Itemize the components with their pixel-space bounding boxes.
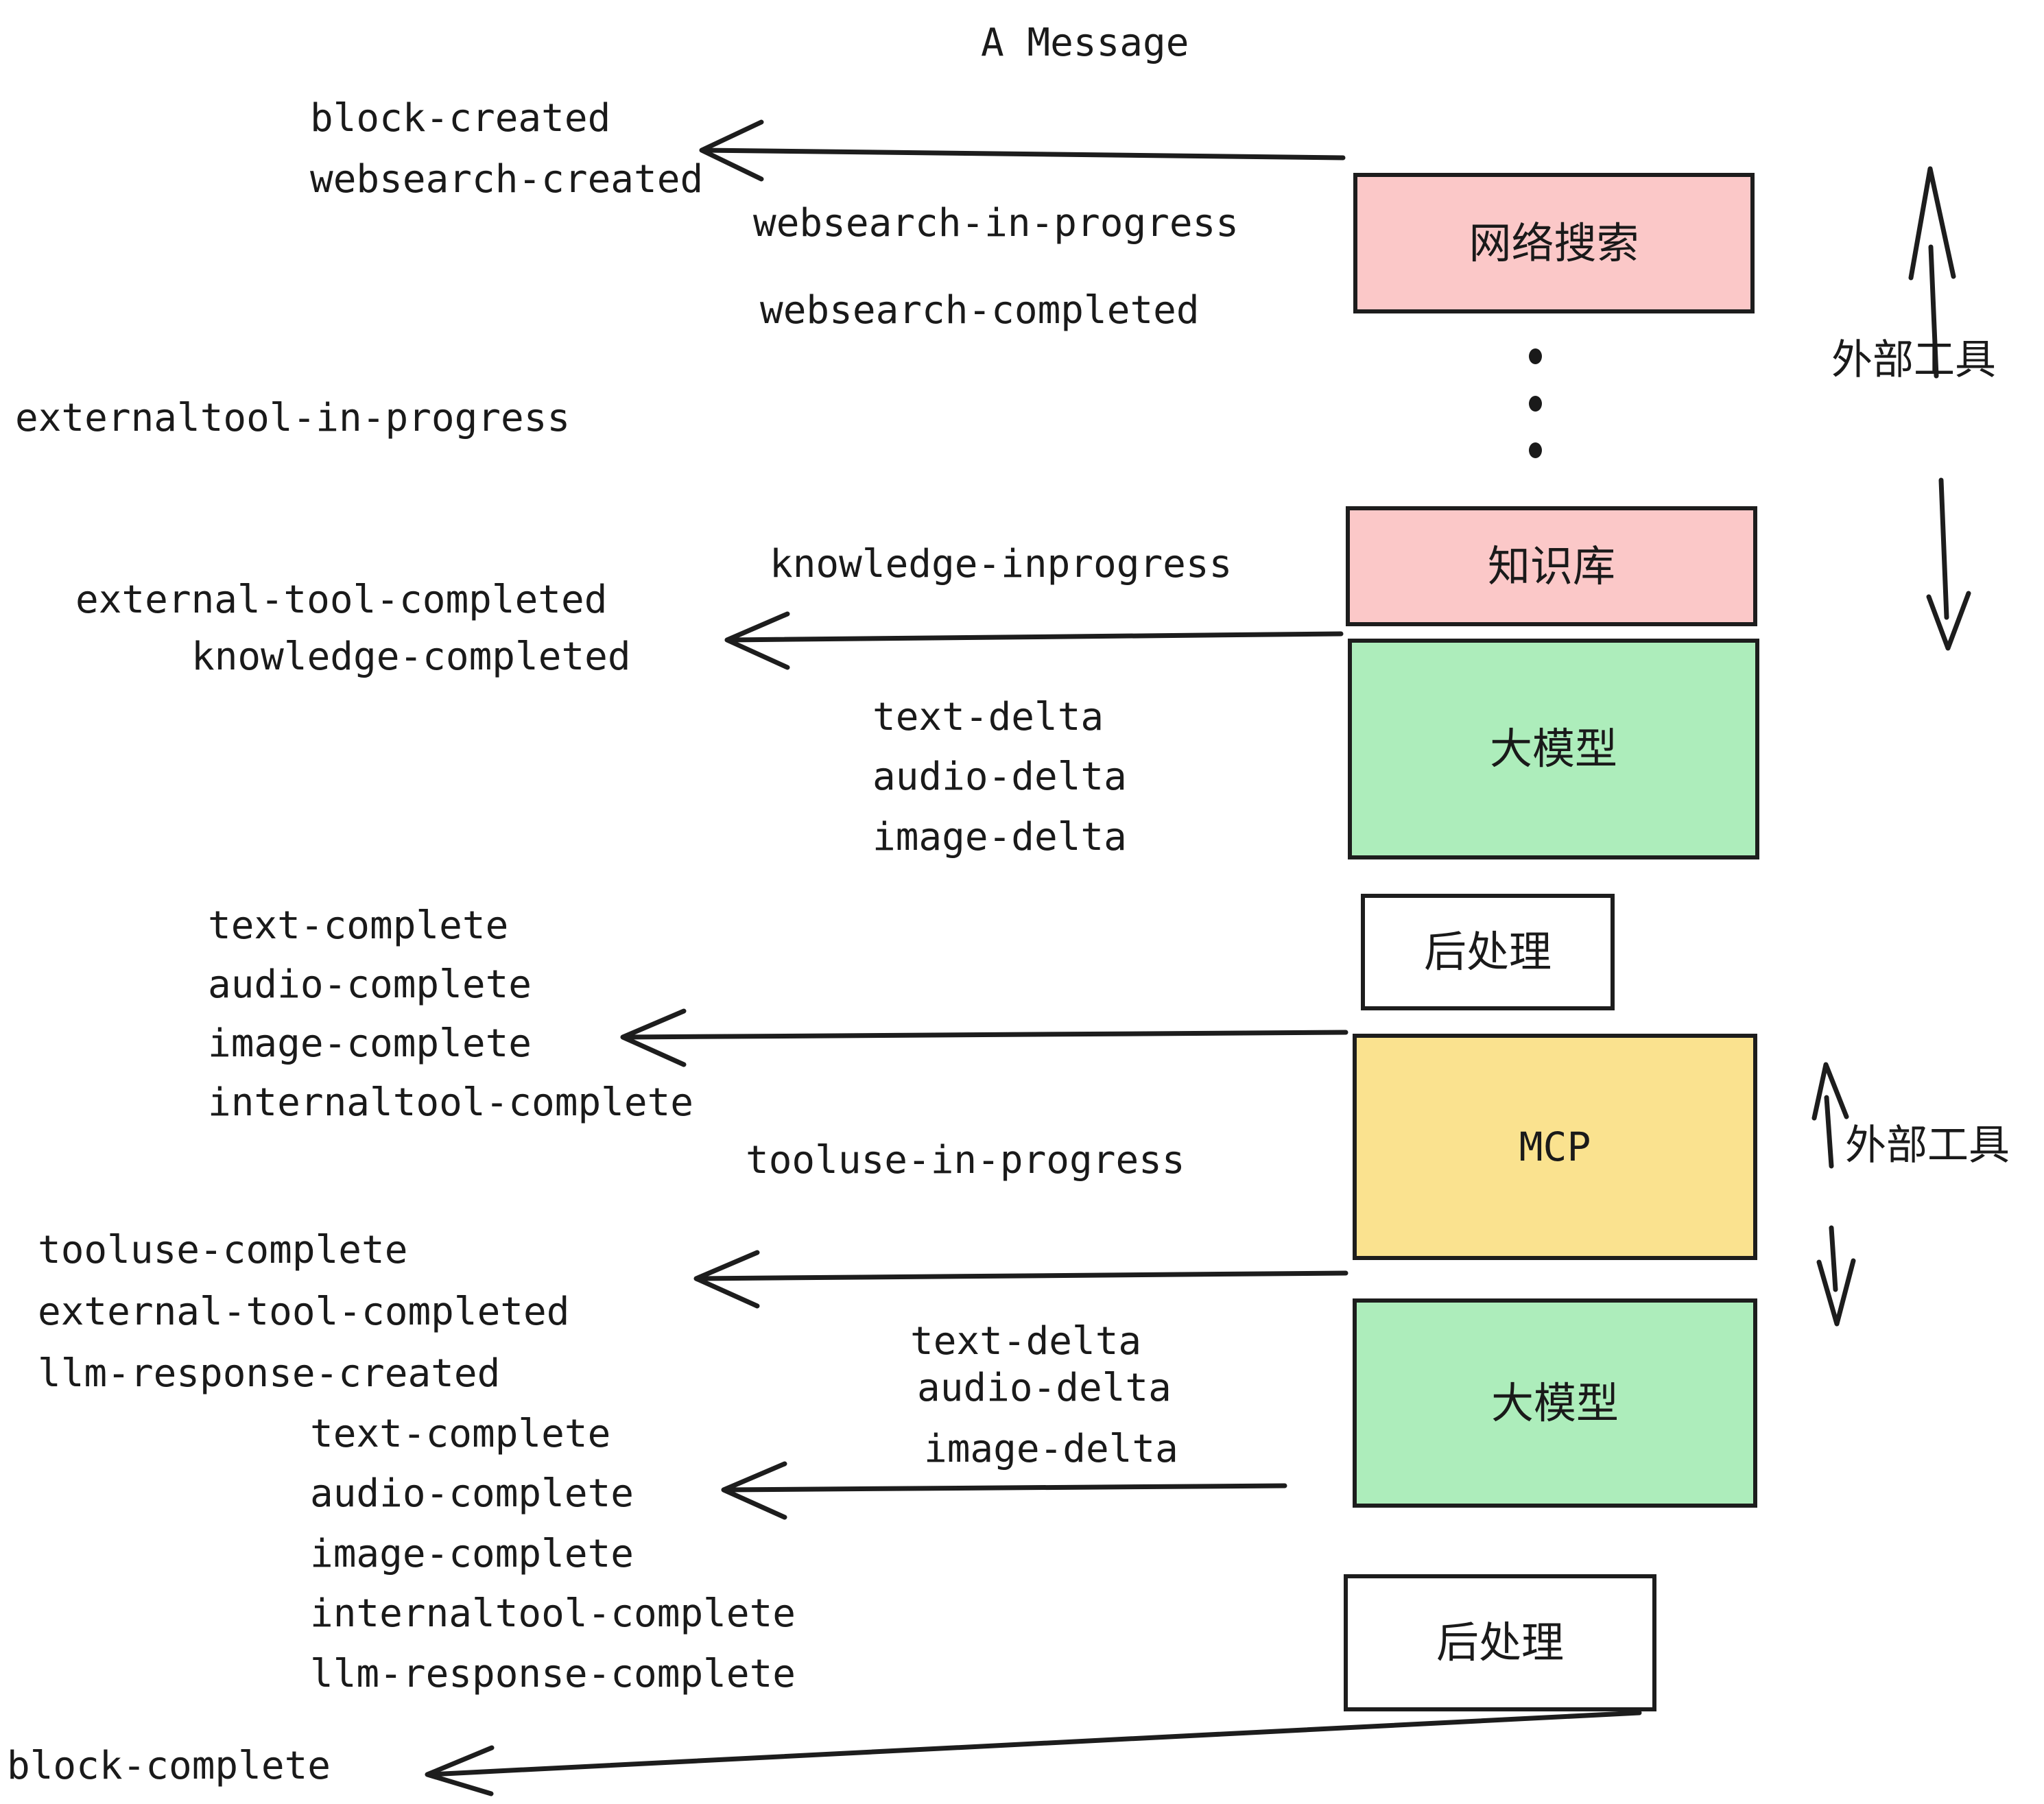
external-tool-range-arrow-bottom bbox=[1811, 1062, 1856, 1327]
event-websearch-completed: websearch-completed bbox=[760, 288, 1200, 333]
event-tooluse-complete: tooluse-complete bbox=[38, 1228, 408, 1272]
node-postprocess-bottom[interactable]: 后处理 bbox=[1344, 1574, 1656, 1711]
event-audio-complete-2: audio-complete bbox=[310, 1471, 634, 1516]
arrow-postprocess-to-image-complete bbox=[620, 1008, 1348, 1067]
event-image-delta-1: image-delta bbox=[872, 815, 1127, 859]
page-title: A Message bbox=[981, 21, 1189, 65]
event-knowledge-inprogress: knowledge-inprogress bbox=[770, 542, 1233, 586]
event-image-complete-2: image-complete bbox=[310, 1532, 634, 1576]
event-audio-complete-1: audio-complete bbox=[208, 962, 532, 1007]
event-image-complete-1: image-complete bbox=[208, 1021, 532, 1066]
event-websearch-created: websearch-created bbox=[310, 157, 704, 202]
node-postprocess-top[interactable]: 后处理 bbox=[1361, 894, 1615, 1010]
event-llm-response-created: llm-response-created bbox=[38, 1351, 501, 1396]
node-knowledge-label: 知识库 bbox=[1487, 541, 1615, 591]
external-tool-label-top: 外部工具 bbox=[1831, 336, 1996, 384]
event-tooluse-in-progress: tooluse-in-progress bbox=[746, 1138, 1185, 1183]
arrow-knowledge-to-completed bbox=[724, 611, 1344, 670]
node-llm-bottom-label: 大模型 bbox=[1490, 1377, 1619, 1428]
event-knowledge-completed: knowledge-completed bbox=[191, 634, 631, 679]
node-websearch-label: 网络搜索 bbox=[1469, 217, 1639, 268]
node-postprocess-top-label: 后处理 bbox=[1423, 927, 1552, 977]
node-websearch[interactable]: 网络搜索 bbox=[1353, 173, 1755, 313]
arrow-websearch-to-created bbox=[699, 119, 1346, 182]
node-mcp[interactable]: MCP bbox=[1353, 1034, 1757, 1260]
arrow-postprocess-to-block-complete bbox=[425, 1710, 1642, 1796]
ellipsis-dots bbox=[1528, 348, 1543, 458]
dot bbox=[1528, 395, 1542, 412]
node-llm-top-label: 大模型 bbox=[1489, 724, 1617, 774]
arrow-llm-to-audio-complete bbox=[721, 1461, 1287, 1520]
event-text-complete-1: text-complete bbox=[208, 903, 509, 948]
event-block-created: block-created bbox=[310, 96, 611, 141]
event-external-tool-completed-1: external-tool-completed bbox=[75, 578, 608, 622]
node-postprocess-bottom-label: 后处理 bbox=[1436, 1617, 1564, 1667]
event-externaltool-in-progress: externaltool-in-progress bbox=[15, 396, 571, 440]
event-audio-delta-2: audio-delta bbox=[917, 1366, 1172, 1410]
event-internaltool-complete-2: internaltool-complete bbox=[310, 1591, 796, 1636]
event-image-delta-2: image-delta bbox=[924, 1427, 1178, 1471]
event-audio-delta-1: audio-delta bbox=[872, 755, 1127, 799]
event-text-delta-2: text-delta bbox=[910, 1319, 1142, 1364]
node-knowledge[interactable]: 知识库 bbox=[1346, 506, 1757, 626]
node-llm-bottom[interactable]: 大模型 bbox=[1353, 1298, 1757, 1508]
node-llm-top[interactable]: 大模型 bbox=[1348, 639, 1759, 859]
event-websearch-in-progress: websearch-in-progress bbox=[753, 201, 1239, 246]
event-text-complete-2: text-complete bbox=[310, 1412, 611, 1456]
event-external-tool-completed-2: external-tool-completed bbox=[38, 1290, 570, 1334]
external-tool-label-bottom: 外部工具 bbox=[1845, 1121, 2010, 1170]
event-block-complete: block-complete bbox=[7, 1744, 331, 1788]
external-tool-range-arrow-top bbox=[1908, 166, 1971, 651]
dot bbox=[1528, 348, 1542, 364]
event-text-delta-1: text-delta bbox=[872, 695, 1104, 739]
event-internaltool-complete-1: internaltool-complete bbox=[208, 1080, 694, 1125]
node-mcp-label: MCP bbox=[1519, 1124, 1591, 1170]
event-llm-response-complete: llm-response-complete bbox=[310, 1652, 796, 1696]
arrow-mcp-to-tooluse-complete bbox=[693, 1250, 1348, 1309]
dot bbox=[1528, 442, 1542, 458]
